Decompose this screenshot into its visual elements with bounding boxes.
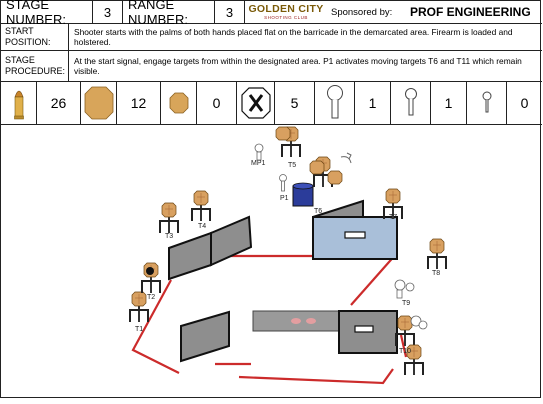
wall-bottom (180, 310, 398, 363)
stage-procedure-text: At the start signal, engage targets from… (74, 56, 522, 76)
target-t4 (191, 190, 211, 222)
rounds-count: 26 (37, 82, 81, 124)
procedure-label-line2: PROCEDURE: (5, 66, 66, 76)
large-popper-icon (315, 82, 355, 124)
target-t8 (427, 238, 447, 270)
start-position-row: START POSITION: Shooter starts with the … (1, 24, 542, 51)
label-t6: T6 (314, 208, 322, 215)
logo-main-text: GOLDEN CITY (248, 3, 324, 15)
small-steel-count: 0 (197, 82, 237, 124)
stage-procedure-row: STAGE PROCEDURE: At the start signal, en… (1, 51, 542, 82)
label-t9: T9 (402, 300, 410, 307)
medium-popper-icon (391, 82, 431, 124)
range-number-value: 3 (215, 1, 245, 23)
no-shoots-count: 5 (275, 82, 315, 124)
label-t3: T3 (165, 233, 173, 240)
label-t7: T7 (389, 214, 397, 221)
medium-poppers-count: 1 (431, 82, 467, 124)
bullet-icon (1, 82, 37, 124)
activator-p1 (292, 182, 314, 207)
no-shoot-x-icon (237, 82, 275, 124)
start-position-text: Shooter starts with the palms of both ha… (74, 27, 513, 47)
label-p1: P1 (280, 195, 289, 202)
logo-sub-text: SHOOTING CLUB (264, 15, 308, 20)
large-poppers-count: 1 (355, 82, 391, 124)
popper-mp1 (254, 143, 264, 161)
sponsor-name: PROF ENGINEERING (410, 5, 531, 19)
label-t2: T2 (147, 294, 155, 301)
label-t10: T10 (399, 348, 411, 355)
stage-procedure-label: STAGE PROCEDURE: (1, 51, 69, 81)
label-t8: T8 (432, 270, 440, 277)
octagon-target-icon (81, 82, 117, 124)
popper-near-p1 (279, 174, 287, 192)
target-t1 (129, 291, 149, 323)
target-t3 (159, 202, 179, 234)
start-label-line1: START (5, 26, 34, 36)
label-mp1: MP1 (251, 160, 266, 167)
header-row: STAGE NUMBER: 3 RANGE NUMBER: 3 GOLDEN C… (1, 0, 542, 27)
stage-map: T1 T2 T3 T4 T5 T6 T7 T8 T9 T10 MP1 P1 (1, 125, 542, 399)
popper-t9 (394, 279, 415, 299)
start-position-label: START POSITION: (1, 24, 69, 50)
sponsored-by-label: Sponsored by: (331, 6, 393, 18)
popper-t10 (410, 315, 428, 330)
wall-right-window (312, 199, 398, 260)
label-t4: T4 (198, 223, 206, 230)
paper-targets-count: 12 (117, 82, 161, 124)
small-octagon-icon (161, 82, 197, 124)
start-label-line2: POSITION: (5, 37, 51, 47)
club-logo: GOLDEN CITY SHOOTING CLUB (245, 1, 327, 23)
wall-left (168, 215, 253, 281)
label-t5: T5 (288, 162, 296, 169)
small-popper-icon (467, 82, 507, 124)
small-poppers-count: 0 (520, 95, 529, 111)
stage-number-value: 3 (93, 1, 123, 23)
counts-row: 26 12 0 5 1 (1, 82, 542, 125)
no-shoot-t2 (146, 267, 154, 275)
label-t1: T1 (135, 326, 143, 333)
stage-diagram: T1 T2 T3 T4 T5 T6 T7 T8 T9 T10 MP1 P1 (129, 126, 447, 385)
procedure-label-line1: STAGE (5, 55, 35, 65)
stage-number-label: STAGE NUMBER: (1, 0, 93, 27)
range-number-label: RANGE NUMBER: (123, 0, 215, 27)
